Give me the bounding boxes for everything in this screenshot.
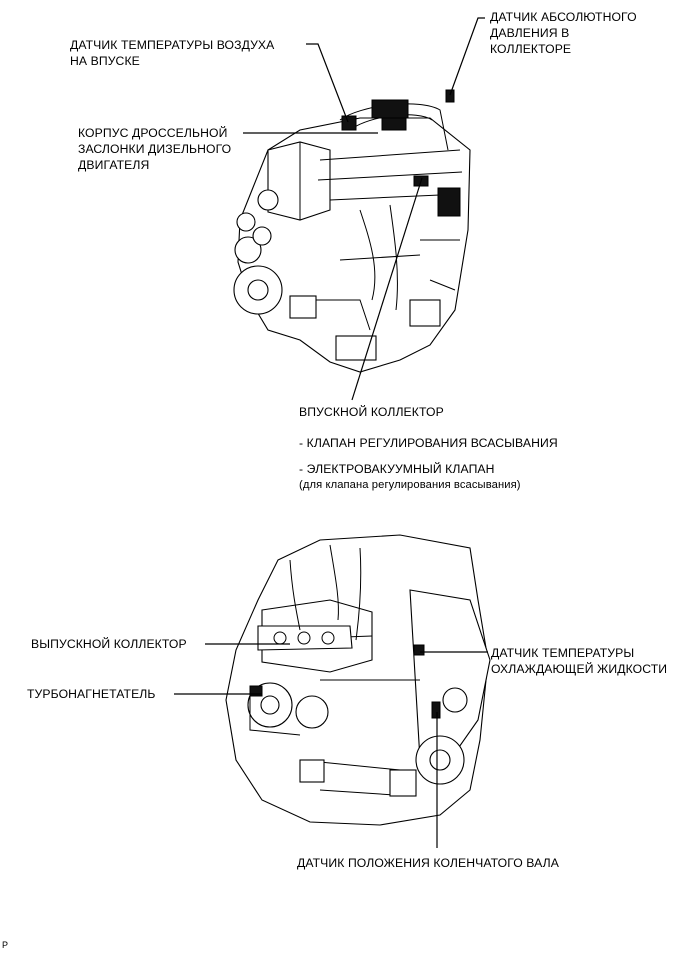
leader-map-sensor — [449, 17, 485, 96]
ect-sensor-label: ДАТЧИК ТЕМПЕРАТУРЫ ОХЛАЖДАЮЩЕЙ ЖИДКОСТИ — [491, 645, 667, 677]
ect-sensor-label-line2: ОХЛАЖДАЮЩЕЙ ЖИДКОСТИ — [491, 662, 668, 676]
intake-manifold-note: (для клапана регулирования всасывания) — [299, 479, 521, 491]
footer-code: P — [2, 940, 9, 950]
map-sensor-label-line2: ДАВЛЕНИЯ В — [490, 26, 570, 40]
bottom-engine-drawing — [225, 534, 491, 826]
throttle-body-label-line2: ЗАСЛОНКИ ДИЗЕЛЬНОГО — [78, 142, 232, 156]
exhaust-manifold-label: ВЫПУСКНОЙ КОЛЛЕКТОР — [31, 637, 187, 651]
throttle-body-label: КОРПУС ДРОССЕЛЬНОЙ ЗАСЛОНКИ ДИЗЕЛЬНОГО Д… — [78, 125, 231, 173]
leader-iat-sensor — [306, 43, 349, 123]
map-sensor-label-line1: ДАТЧИК АБСОЛЮТНОГО — [490, 10, 637, 24]
iat-sensor-label: ДАТЧИК ТЕМПЕРАТУРЫ ВОЗДУХА НА ВПУСКЕ — [70, 37, 274, 69]
throttle-body-label-line3: ДВИГАТЕЛЯ — [78, 158, 150, 172]
intake-manifold-item-2: - ЭЛЕКТРОВАКУУМНЫЙ КЛАПАН — [299, 462, 495, 476]
iat-sensor-label-line1: ДАТЧИК ТЕМПЕРАТУРЫ ВОЗДУХА — [70, 38, 275, 52]
map-sensor-label: ДАТЧИК АБСОЛЮТНОГО ДАВЛЕНИЯ В КОЛЛЕКТОРЕ — [490, 9, 637, 57]
ect-sensor-label-line1: ДАТЧИК ТЕМПЕРАТУРЫ — [491, 646, 635, 660]
throttle-body-label-line1: КОРПУС ДРОССЕЛЬНОЙ — [78, 126, 228, 140]
ckp-sensor-label: ДАТЧИК ПОЛОЖЕНИЯ КОЛЕНЧАТОГО ВАЛА — [297, 856, 559, 870]
leader-intake-manifold — [351, 177, 423, 401]
turbocharger-label: ТУРБОНАГНЕТАТЕЛЬ — [27, 687, 156, 701]
intake-manifold-item-1: - КЛАПАН РЕГУЛИРОВАНИЯ ВСАСЫВАНИЯ — [299, 436, 558, 450]
top-engine-drawing — [233, 89, 471, 373]
leader-lines — [174, 17, 488, 848]
map-sensor-label-line3: КОЛЛЕКТОРЕ — [490, 42, 572, 56]
iat-sensor-label-line2: НА ВПУСКЕ — [70, 54, 140, 68]
intake-manifold-label: ВПУСКНОЙ КОЛЛЕКТОР — [299, 405, 444, 419]
